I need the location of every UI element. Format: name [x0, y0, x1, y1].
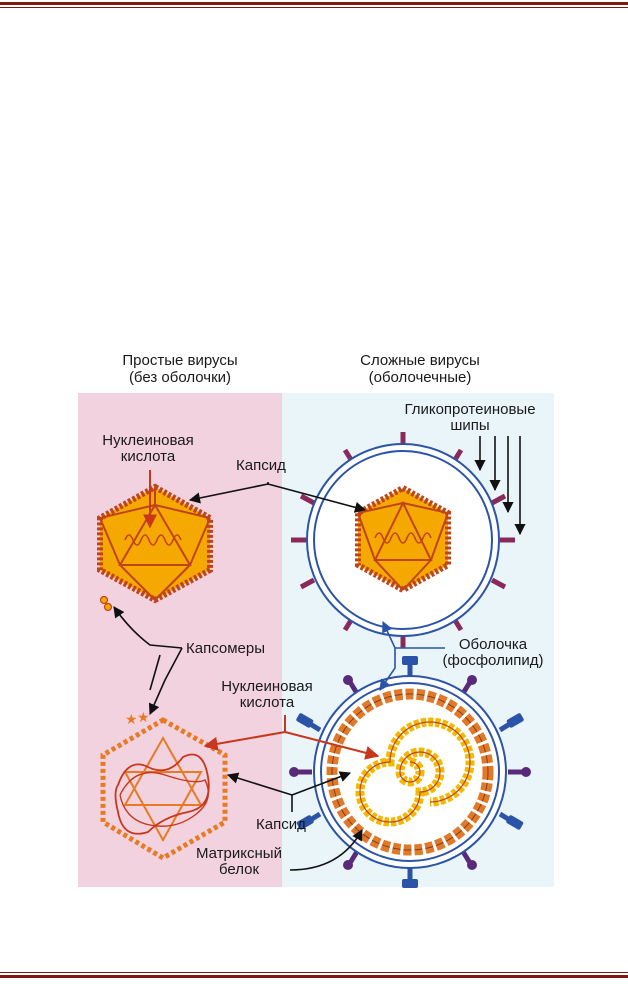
top-rule — [0, 2, 628, 5]
label-capsid-top: Капсид — [236, 457, 286, 474]
top-rule-thin — [0, 7, 628, 8]
bottom-rule — [0, 975, 628, 978]
simple-virus-outline: ★ ★ — [100, 710, 228, 861]
svg-text:★: ★ — [125, 712, 138, 728]
enveloped-virus-top — [291, 432, 515, 648]
label-nucleic-acid-top: Нуклеиновая кислота — [102, 432, 194, 465]
label-matrix-protein: Матриксный белок — [196, 845, 282, 878]
label-capsomers: Капсомеры — [186, 640, 265, 657]
svg-text:★: ★ — [137, 710, 150, 726]
capsomer-dot — [99, 595, 109, 605]
label-nucleic-acid-bottom: Нуклеиновая кислота — [221, 678, 313, 711]
header-complex-viruses: Сложные вирусы (оболочечные) — [360, 352, 480, 386]
enveloped-virus-bottom — [289, 656, 531, 888]
header-simple-viruses: Простые вирусы (без оболочки) — [122, 352, 238, 386]
label-envelope: Оболочка (фосфолипид) — [442, 636, 544, 669]
capsomer-dot — [103, 602, 113, 612]
label-capsid-bottom: Капсид — [256, 816, 306, 833]
label-glycoprotein-spikes: Гликопротеиновые шипы — [404, 401, 536, 434]
bottom-rule-thin — [0, 972, 628, 973]
simple-virus-capsid — [97, 483, 213, 604]
